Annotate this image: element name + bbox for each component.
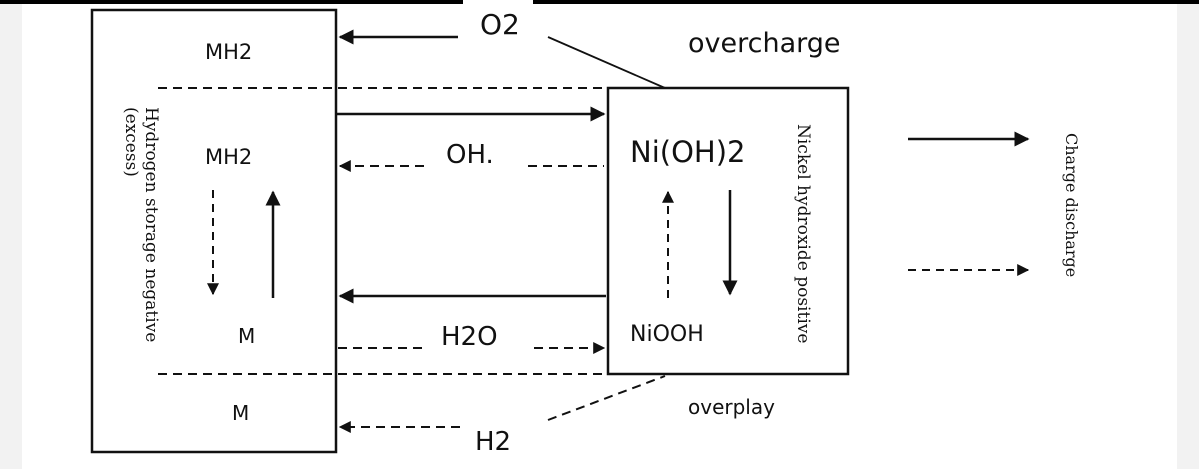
negative-electrode-box bbox=[90, 8, 338, 454]
negative-electrode-label-line2: (excess) bbox=[121, 107, 142, 177]
o2-connector-line bbox=[547, 36, 666, 89]
m-mid-label: M bbox=[238, 324, 256, 348]
right-margin-strip bbox=[1177, 0, 1199, 469]
legend-label: Charge discharge bbox=[1062, 133, 1081, 278]
o2-label-gap bbox=[463, 0, 533, 6]
nioh2-label: Ni(OH)2 bbox=[630, 135, 746, 169]
overcharge-label: overcharge bbox=[688, 28, 841, 59]
negative-electrode-label: Hydrogen storage negative (excess) bbox=[121, 107, 161, 343]
o2-label: O2 bbox=[480, 8, 520, 41]
mh2-top-label: MH2 bbox=[205, 40, 253, 64]
niooh-label: NiOOH bbox=[630, 322, 704, 347]
mh2-mid-label: MH2 bbox=[205, 145, 253, 169]
oh-label: OH. bbox=[446, 140, 494, 170]
m-bottom-label: M bbox=[232, 401, 250, 425]
negative-electrode-label-line1: Hydrogen storage negative bbox=[141, 107, 161, 343]
overplay-label: overplay bbox=[688, 395, 775, 419]
h2-connector-line bbox=[547, 375, 666, 421]
positive-electrode-label: Nickel hydroxide positive bbox=[793, 124, 813, 344]
h2-label: H2 bbox=[475, 427, 512, 457]
positive-electrode-box bbox=[606, 86, 850, 376]
left-margin-strip bbox=[0, 0, 22, 469]
top-border bbox=[0, 0, 1199, 4]
h2o-label: H2O bbox=[441, 322, 498, 352]
